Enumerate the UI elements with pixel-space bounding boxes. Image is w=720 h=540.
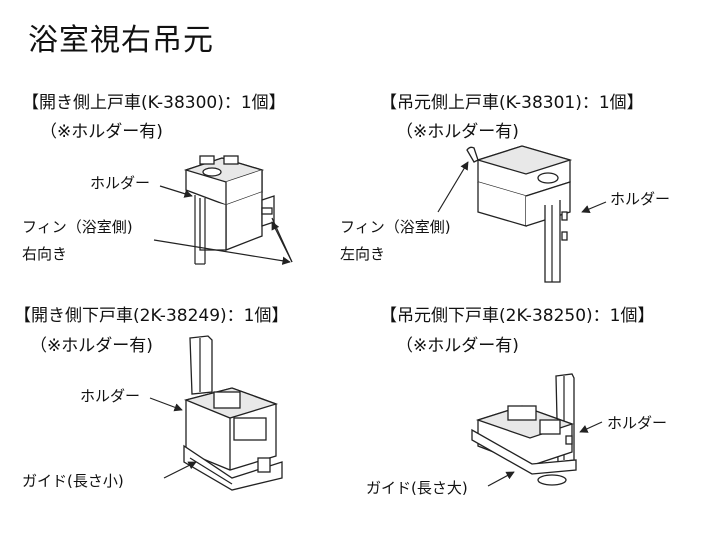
bl-holder-note: （※ホルダー有): [30, 336, 153, 356]
bl-holder-label: ホルダー: [80, 387, 141, 405]
tl-upper-roller-part: [183, 155, 275, 265]
tr-holder-note: （※ホルダー有): [396, 122, 519, 142]
tr-upper-roller-part: [466, 145, 573, 283]
br-heading: 【吊元側下戸車(2K-38250)：1個】: [380, 306, 655, 326]
bl-lower-roller-part: [183, 335, 283, 491]
tl-heading: 【開き側上戸車(K-38300)：1個】: [22, 93, 286, 113]
bl-guide-label: ガイド(長さ小): [22, 472, 124, 490]
tl-arrows: [153, 185, 293, 265]
br-holder-note: （※ホルダー有): [396, 336, 519, 356]
tr-holder-label: ホルダー: [610, 190, 671, 208]
tl-holder-note: （※ホルダー有): [40, 122, 163, 142]
tl-holder-label: ホルダー: [90, 174, 151, 192]
tr-fin-direction: 左向き: [340, 245, 386, 263]
br-lower-roller-part: [471, 373, 577, 486]
bl-heading: 【開き側下戸車(2K-38249)：1個】: [14, 306, 289, 326]
tr-arrows: [437, 161, 607, 213]
br-holder-label: ホルダー: [607, 414, 668, 432]
tl-fin-label: フィン（浴室側): [22, 218, 133, 236]
br-arrows: [487, 421, 603, 487]
page-title: 浴室視右吊元: [28, 23, 214, 58]
bl-arrows: [149, 397, 197, 479]
tr-heading: 【吊元側上戸車(K-38301)：1個】: [380, 93, 644, 113]
tr-fin-label: フィン（浴室側): [340, 218, 451, 236]
tl-fin-direction: 右向き: [22, 245, 68, 263]
br-guide-label: ガイド(長さ大): [366, 479, 468, 497]
